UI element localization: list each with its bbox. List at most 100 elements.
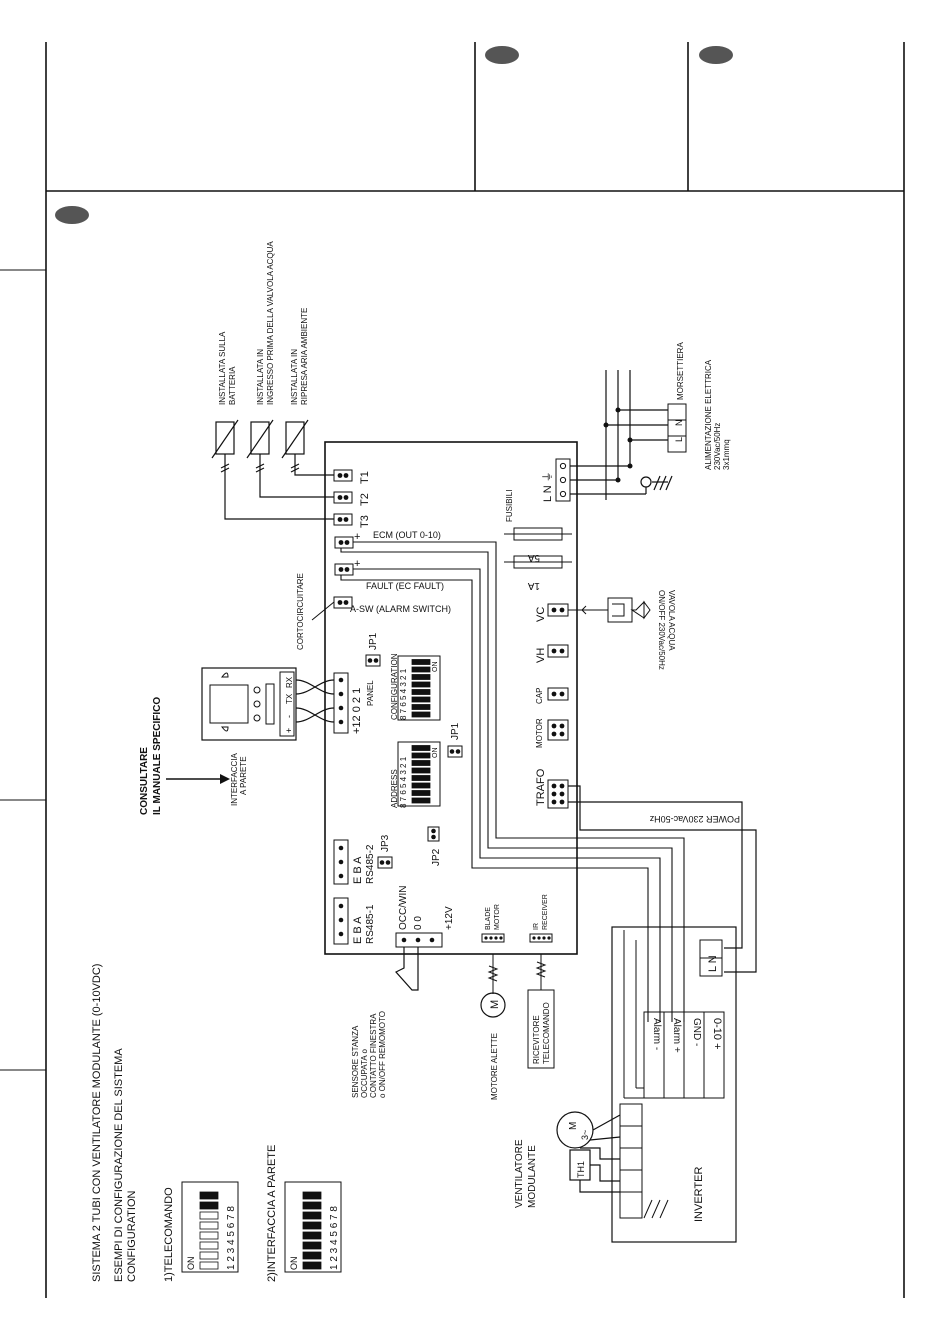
vc-terminal: VC bbox=[535, 603, 569, 622]
occ-note-1: SENSORE STANZA bbox=[351, 1025, 360, 1098]
dip-switch-lever bbox=[302, 1201, 322, 1210]
svg-text:L: L bbox=[674, 437, 684, 442]
valve-label-1: VAVOLA ACQUA bbox=[667, 590, 676, 651]
occ-note-2: OCCUPATA o bbox=[360, 1049, 369, 1098]
cortocircuitare-label: CORTOCIRCUITARE bbox=[296, 573, 305, 650]
address-dip-switch: ADDRESS 8 7 6 5 4 3 2 1 ON bbox=[390, 741, 441, 808]
dip-switch-lever bbox=[411, 782, 431, 789]
blade-motor-icon bbox=[480, 992, 506, 1018]
configuration-label: CONFIGURATION bbox=[390, 653, 399, 720]
fuse-1a-label: 1A bbox=[527, 580, 540, 591]
dip-switch-lever bbox=[302, 1261, 322, 1270]
trafo-power-label: POWER 230Vac-50Hz bbox=[649, 814, 740, 824]
svg-text:+: + bbox=[354, 558, 360, 570]
occ-contact-wires bbox=[395, 947, 419, 991]
dip-switch-lever bbox=[411, 790, 431, 796]
inverter-term-4: Alarm - bbox=[651, 1018, 662, 1050]
consultare-line-2: IL MANUALE SPECIFICO bbox=[152, 697, 163, 815]
sensor-3-line-1: INSTALLATA IN bbox=[290, 349, 299, 405]
inverter-term-2: GND - bbox=[691, 1018, 702, 1046]
mains-supply bbox=[570, 370, 673, 500]
fuses: 5A 1A bbox=[504, 527, 572, 591]
ecm-fault-terminals: + ECM (OUT 0-10) + FAULT (EC FAULT) A-SW… bbox=[296, 530, 451, 650]
jp1-top: JP1 bbox=[365, 632, 381, 667]
panel-pins-label: +12 0 2 1 bbox=[351, 688, 363, 734]
panel-wires bbox=[295, 679, 335, 723]
trafo-terminal: TRAFO bbox=[535, 768, 569, 809]
dip-switch-lever bbox=[199, 1211, 219, 1220]
dip-switch-lever bbox=[411, 711, 431, 718]
inverter-term-3: Alarm + bbox=[671, 1018, 682, 1053]
t2-label: T2 bbox=[359, 493, 371, 506]
fusibili-label: FUSIBILI bbox=[505, 490, 514, 522]
inverter-ln: L N bbox=[707, 955, 719, 972]
ecm-label: ECM (OUT 0-10) bbox=[373, 530, 441, 540]
iface-pin-rx: RX bbox=[285, 676, 294, 688]
rs485-1-label: RS485-1 bbox=[365, 904, 376, 944]
iface-pin-minus: - bbox=[284, 715, 294, 718]
fuse-5a-label: 5A bbox=[527, 552, 540, 563]
dip-switch-lever bbox=[411, 696, 431, 703]
dip-switch-lever bbox=[411, 745, 431, 751]
dip-switch-lever bbox=[302, 1231, 322, 1240]
t1-label: T1 bbox=[359, 471, 371, 484]
dip-switch-lever bbox=[411, 797, 431, 804]
ventilatore-label-1: VENTILATORE bbox=[514, 1139, 525, 1208]
language-dot-1 bbox=[485, 46, 519, 64]
fan-motor bbox=[556, 1111, 621, 1193]
address-on: ON bbox=[432, 748, 439, 759]
inverter-term-1: 0-10 + bbox=[711, 1018, 723, 1050]
jp3-label: JP3 bbox=[380, 834, 391, 852]
asw-label: A-SW (ALARM SWITCH) bbox=[350, 604, 451, 614]
dip-switch-lever bbox=[199, 1221, 219, 1230]
dip-switch-lever bbox=[411, 681, 431, 688]
dip-switch-lever bbox=[411, 760, 431, 766]
dip-digits-2: 1 2 3 4 5 6 7 8 bbox=[329, 1206, 340, 1270]
interface-label-2: A PARETE bbox=[239, 756, 248, 795]
ir-label-2: RECEIVER bbox=[542, 894, 549, 930]
ir-receiver-connector: IR RECEIVER RICEVITORE TELECOMANDO bbox=[527, 894, 555, 1069]
address-label: ADDRESS bbox=[390, 769, 399, 808]
dip-switch-lever bbox=[411, 752, 431, 759]
cap-label: CAP bbox=[535, 688, 544, 704]
fault-label: FAULT (EC FAULT) bbox=[366, 581, 444, 591]
sensor-2-line-1: INSTALLATA IN bbox=[256, 349, 265, 405]
ntc-sensors bbox=[211, 419, 334, 520]
jp1-label-bottom: JP1 bbox=[450, 722, 461, 740]
valve-label-2: ON/OFF 230Vac/50Hz bbox=[657, 590, 666, 670]
page-frame bbox=[0, 42, 905, 1298]
svg-text:3~: 3~ bbox=[580, 1130, 590, 1140]
ricevitore-label-2: TELECOMANDO bbox=[542, 1002, 551, 1064]
interface-label-1: INTERFACCIA bbox=[230, 752, 239, 806]
sensor-1-line-1: INSTALLATA SULLA bbox=[218, 331, 227, 405]
blade-label-1: BLADE bbox=[485, 907, 492, 930]
dip-switch-lever bbox=[302, 1251, 322, 1260]
dip-on-label-1: ON bbox=[186, 1257, 196, 1271]
dip-switch-lever bbox=[302, 1211, 322, 1220]
dip-switch-lever bbox=[411, 659, 431, 665]
occ-win-terminal: OCC/WIN 0 0 +12V bbox=[395, 886, 455, 948]
vh-label: VH bbox=[535, 648, 547, 663]
water-valve: VAVOLA ACQUA ON/OFF 230Vac/50Hz bbox=[568, 590, 676, 670]
rs485-2-label: RS485-2 bbox=[365, 844, 376, 884]
arrow-icon bbox=[166, 774, 230, 784]
dip-switch-lever bbox=[302, 1221, 322, 1230]
alim-label-1: ALIMENTAZIONE ELETTRICA bbox=[704, 359, 713, 470]
dip-digits-1: 1 2 3 4 5 6 7 8 bbox=[226, 1206, 237, 1270]
dip-example-interfaccia: ON 1 2 3 4 5 6 7 8 bbox=[284, 1181, 342, 1273]
iface-pin-tx: TX bbox=[285, 693, 294, 704]
blade-label-2: MOTOR bbox=[494, 904, 501, 930]
dip-switch-lever bbox=[411, 767, 431, 774]
inverter: L N 0-10 + GND - Alarm + Alarm - INVERTE… bbox=[611, 926, 737, 1243]
occ-note-4: o ON/OFF REMOMOTO bbox=[378, 1011, 387, 1098]
signal-wires bbox=[340, 541, 685, 1022]
dip-switch-lever bbox=[199, 1201, 219, 1210]
morsettiera: L N MORSETTIERA ALIMENTAZIONE ELETTRICA … bbox=[667, 342, 731, 470]
panel-terminals: +12 0 2 1 PANEL bbox=[333, 672, 375, 734]
configuration-digits: 8 7 6 5 4 3 2 1 bbox=[399, 668, 408, 720]
config-heading-2: CONFIGURATION bbox=[126, 1190, 138, 1282]
v12-label: +12V bbox=[444, 906, 455, 930]
svg-text:+: + bbox=[354, 531, 360, 543]
